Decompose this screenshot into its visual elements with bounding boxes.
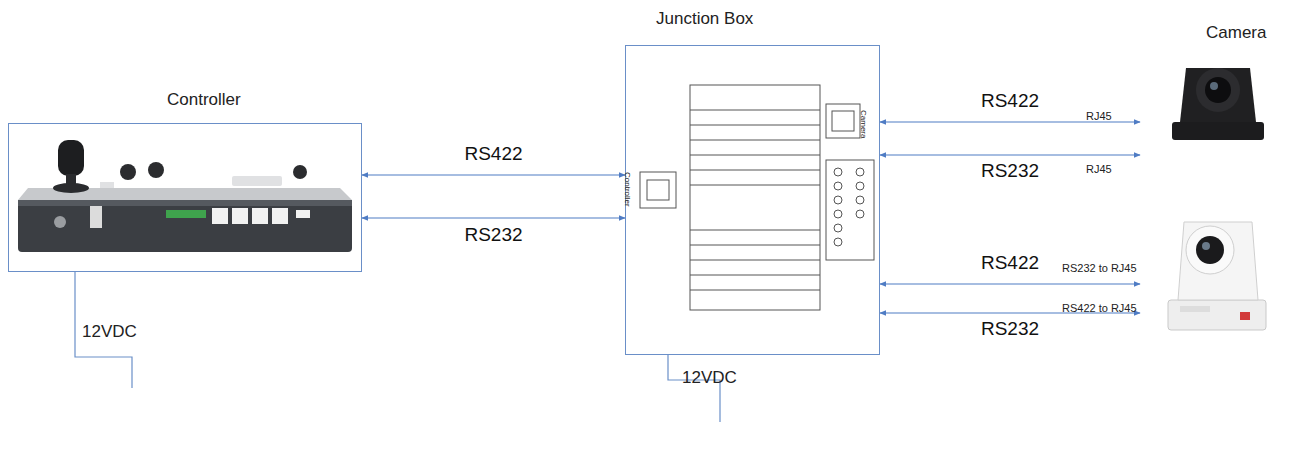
junction-box-illustration	[690, 155, 820, 156]
signal-label: RS232	[464, 224, 522, 246]
power-label: 12VDC	[682, 368, 737, 388]
ptz-camera-black	[1205, 77, 1231, 103]
controller-illustration	[252, 208, 268, 224]
signal-connector	[880, 154, 1140, 155]
port-label: RS232 to RJ45	[1062, 262, 1137, 274]
controller-illustration	[212, 208, 228, 224]
junction-box-illustration	[690, 170, 820, 171]
junction-box-illustration	[856, 210, 864, 218]
junction-box-illustration	[832, 111, 854, 131]
controller-illustration	[232, 176, 282, 186]
signal-connector	[362, 217, 625, 218]
junction-box-illustration	[690, 290, 820, 291]
ptz-camera-black	[1172, 122, 1264, 140]
controller-illustration	[148, 162, 164, 178]
power-label: 12VDC	[82, 322, 137, 342]
junction-box-illustration	[856, 182, 864, 190]
controller-illustration	[296, 210, 310, 218]
controller-illustration	[166, 210, 206, 218]
box-heading: Junction Box	[656, 9, 753, 29]
ptz-camera-white	[1186, 226, 1234, 274]
controller-illustration	[120, 164, 136, 180]
port-marking: Controller	[623, 172, 632, 207]
junction-box-illustration	[856, 196, 864, 204]
controller-illustration	[18, 200, 352, 252]
power-wire	[75, 272, 720, 422]
signal-label: RS422	[464, 143, 522, 165]
junction-box-illustration	[690, 110, 820, 111]
junction-box-illustration	[826, 104, 860, 138]
ptz-camera-white	[1202, 242, 1210, 250]
ptz-camera-black	[1196, 68, 1240, 112]
junction-box-illustration	[826, 160, 874, 260]
port-label: RJ45	[1086, 163, 1112, 175]
controller-illustration	[100, 182, 114, 188]
junction-box-illustration	[834, 238, 842, 246]
junction-box-illustration	[834, 224, 842, 232]
junction-box-illustration	[834, 182, 842, 190]
junction-box-illustration	[834, 168, 842, 176]
junction-box-illustration	[690, 185, 820, 186]
port-marking: Camera	[859, 110, 868, 138]
signal-connector	[880, 283, 1140, 284]
ptz-camera-white	[1178, 222, 1258, 300]
device-group: Camera	[1140, 45, 1290, 415]
controller-illustration	[54, 216, 66, 228]
junction-box-illustration	[690, 125, 820, 126]
controller-illustration	[293, 165, 307, 179]
ptz-camera-white	[1196, 236, 1224, 264]
junction-box-illustration	[856, 168, 864, 176]
controller-illustration	[232, 208, 248, 224]
box-heading: Controller	[167, 90, 241, 110]
junction-box-illustration	[834, 196, 842, 204]
junction-box-illustration	[834, 210, 842, 218]
junction-box-illustration	[640, 85, 874, 310]
controller-illustration	[90, 206, 102, 228]
junction-box-illustration	[690, 275, 820, 276]
controller-illustration	[272, 208, 288, 224]
junction-box-illustration	[690, 140, 820, 141]
junction-box-illustration	[690, 230, 820, 231]
device-box: Controller	[8, 123, 362, 272]
ptz-camera-white	[1168, 300, 1266, 330]
ptz-camera-black	[1180, 68, 1256, 122]
power-wire	[668, 355, 720, 422]
controller-illustration	[18, 140, 352, 252]
junction-box-illustration	[690, 245, 820, 246]
controller-illustration	[58, 140, 84, 176]
controller-illustration	[53, 183, 89, 193]
device-box: Junction Box	[625, 45, 880, 355]
ptz-camera-white	[1240, 312, 1250, 320]
signal-connector	[362, 174, 625, 175]
ptz-camera-white	[1180, 306, 1210, 312]
junction-box-illustration	[690, 260, 820, 261]
signal-label: RS232	[981, 160, 1039, 182]
port-label: RS422 to RJ45	[1062, 302, 1137, 314]
signal-label: RS422	[981, 90, 1039, 112]
ptz-camera-black	[1172, 68, 1264, 140]
ptz-camera-white	[1168, 222, 1266, 330]
ptz-camera-black	[1210, 82, 1218, 90]
signal-label: RS422	[981, 252, 1039, 274]
junction-box-illustration	[647, 180, 669, 200]
port-label: RJ45	[1086, 110, 1112, 122]
junction-box-illustration	[690, 85, 820, 310]
signal-label: RS232	[981, 318, 1039, 340]
box-heading: Camera	[1206, 23, 1266, 43]
controller-illustration	[18, 200, 352, 206]
junction-box-illustration	[640, 172, 676, 208]
